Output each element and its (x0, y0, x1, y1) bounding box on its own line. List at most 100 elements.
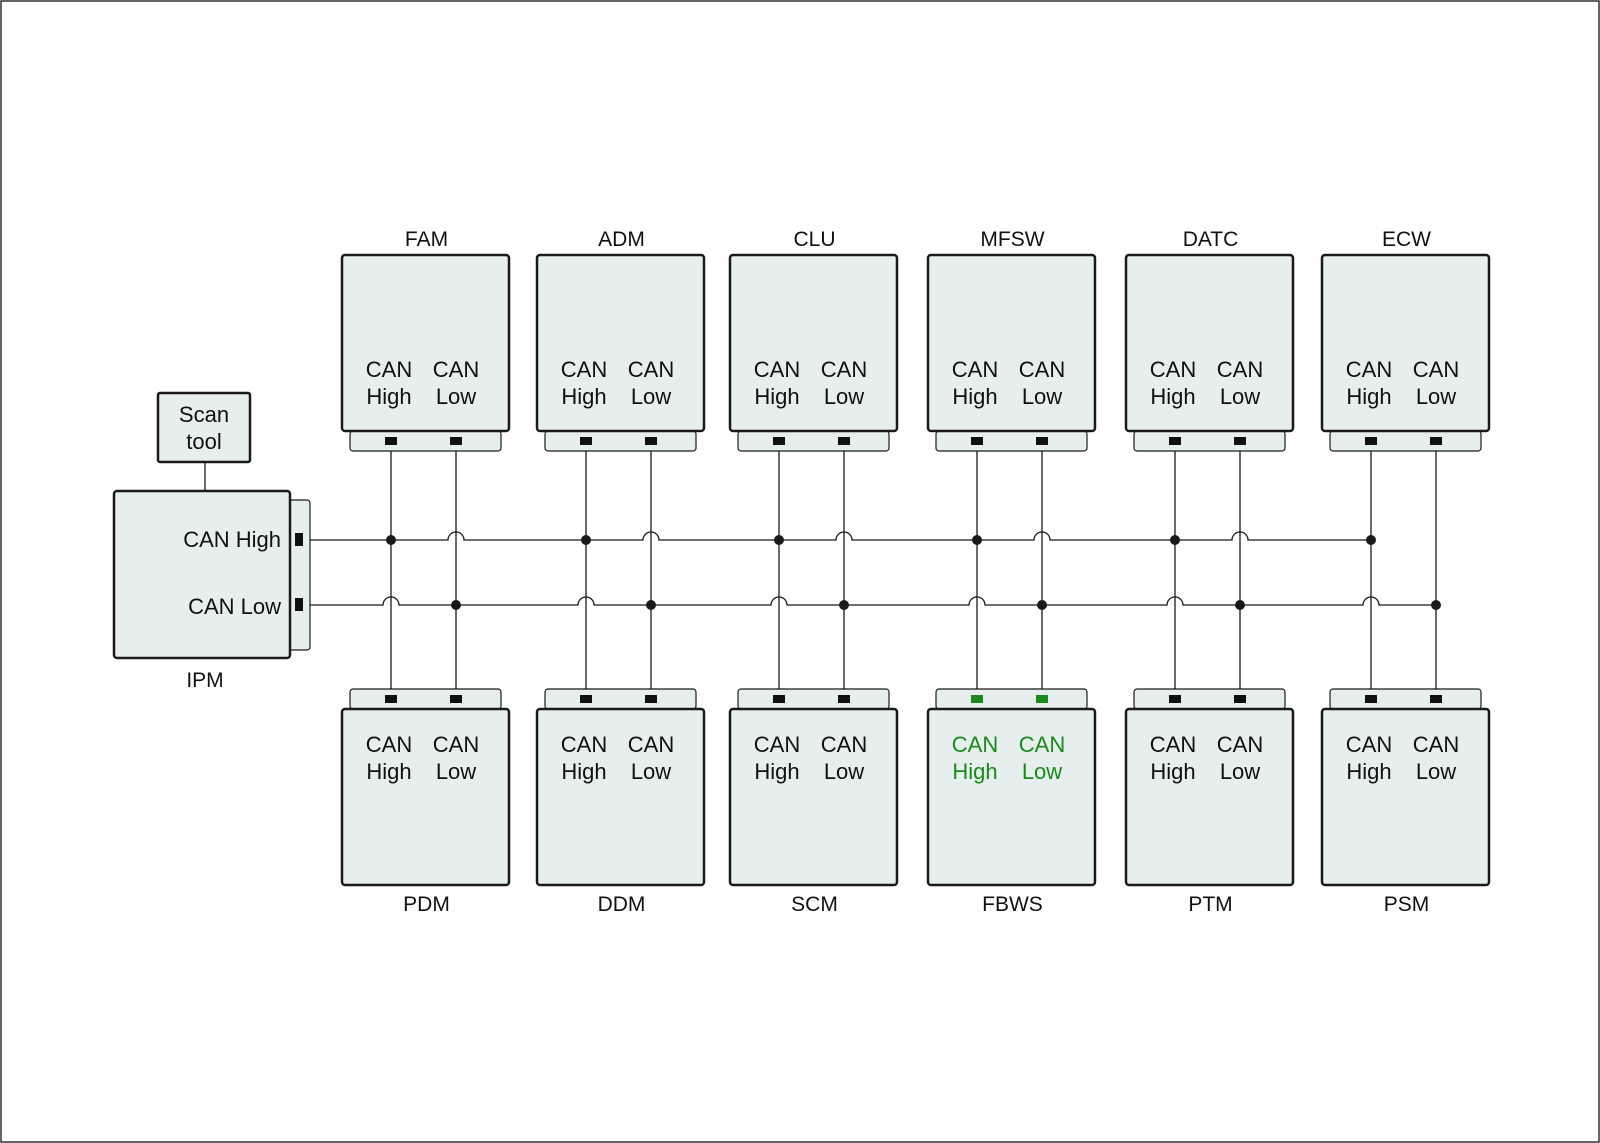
can-high-junction (1366, 535, 1376, 545)
can-high-label-line1: CAN (1346, 357, 1392, 382)
ipm-name: IPM (186, 669, 223, 692)
connector-strip (935, 430, 1088, 452)
module-box (1320, 707, 1491, 887)
can-low-label-line1: CAN (628, 732, 674, 757)
can-low-pin (1036, 695, 1048, 703)
module-name: DATC (1183, 228, 1239, 251)
can-low-label-line1: CAN (1413, 357, 1459, 382)
module-name: PDM (403, 893, 450, 916)
can-low-bus-line (305, 596, 1436, 606)
module-box (926, 253, 1097, 433)
scan-tool-label-line1: Scan (179, 402, 229, 427)
connector-strip (737, 430, 890, 452)
can-low-label-line2: Low (1220, 384, 1260, 409)
can-low-label-line1: CAN (433, 357, 479, 382)
ipm-can-high-label: CAN High (183, 527, 281, 552)
module-name: FAM (405, 228, 448, 251)
can-low-label-line1: CAN (1019, 357, 1065, 382)
can-low-label-line1: CAN (821, 732, 867, 757)
can-high-label-line1: CAN (366, 732, 412, 757)
connector-strip (349, 688, 502, 710)
module-box (728, 253, 899, 433)
modules-layer: FAMCANHighCANLowADMCANHighCANLowCLUCANHi… (340, 228, 1491, 916)
module-name: PTM (1188, 893, 1232, 916)
can-high-pin (1169, 437, 1181, 445)
can-high-label-line2: High (1150, 384, 1195, 409)
can-low-label-line2: Low (824, 384, 864, 409)
can-low-pin (838, 695, 850, 703)
can-low-junction (646, 600, 656, 610)
can-high-pin (773, 695, 785, 703)
can-low-label-line2: Low (631, 384, 671, 409)
module-box (1320, 253, 1491, 433)
can-low-label-line2: Low (1022, 384, 1062, 409)
module-name: SCM (791, 893, 838, 916)
can-low-label-line2: Low (436, 384, 476, 409)
module-box (728, 707, 899, 887)
can-high-junction (972, 535, 982, 545)
can-high-label-line1: CAN (952, 357, 998, 382)
can-high-pin (1169, 695, 1181, 703)
can-high-label-line1: CAN (366, 357, 412, 382)
can-high-pin (580, 695, 592, 703)
can-high-label-line1: CAN (561, 357, 607, 382)
can-high-pin (385, 695, 397, 703)
can-low-label-line2: Low (1416, 759, 1456, 784)
can-high-label-line2: High (1346, 384, 1391, 409)
can-low-junction (839, 600, 849, 610)
can-low-junction (1431, 600, 1441, 610)
can-high-junction (774, 535, 784, 545)
can-low-label-line2: Low (436, 759, 476, 784)
can-high-label-line1: CAN (1150, 732, 1196, 757)
module-box (535, 253, 706, 433)
can-high-pin (971, 437, 983, 445)
can-high-label-line2: High (1150, 759, 1195, 784)
can-low-pin (1430, 695, 1442, 703)
connector-strip (349, 430, 502, 452)
can-low-junction (451, 600, 461, 610)
can-high-pin (773, 437, 785, 445)
can-high-pin (1365, 695, 1377, 703)
can-low-label-line1: CAN (821, 357, 867, 382)
can-high-label-line2: High (561, 384, 606, 409)
can-low-pin (1234, 437, 1246, 445)
can-high-label-line1: CAN (1150, 357, 1196, 382)
can-high-junction (581, 535, 591, 545)
can-low-label-line1: CAN (1019, 732, 1065, 757)
can-low-pin (450, 695, 462, 703)
module-name: FBWS (982, 893, 1043, 916)
connector-strip (544, 430, 697, 452)
can-low-pin (450, 437, 462, 445)
can-high-label-line1: CAN (561, 732, 607, 757)
can-high-label-line2: High (561, 759, 606, 784)
can-low-label-line1: CAN (1217, 732, 1263, 757)
can-high-label-line1: CAN (1346, 732, 1392, 757)
can-low-junction (1235, 600, 1245, 610)
can-low-label-line2: Low (631, 759, 671, 784)
can-high-junction (386, 535, 396, 545)
ipm-can-low-pin (295, 598, 303, 611)
module-name: ADM (598, 228, 645, 251)
module-name: CLU (793, 228, 835, 251)
ipm-can-high-pin (295, 533, 303, 546)
can-high-label-line1: CAN (754, 732, 800, 757)
scan-tool-box (156, 391, 252, 464)
can-high-pin (580, 437, 592, 445)
module-name: PSM (1384, 893, 1430, 916)
can-high-label-line2: High (366, 384, 411, 409)
connector-strip (935, 688, 1088, 710)
connector-strip (737, 688, 890, 710)
can-high-label-line2: High (952, 759, 997, 784)
module-name: DDM (598, 893, 646, 916)
module-name: ECW (1382, 228, 1431, 251)
scan-tool-label-line2: tool (186, 429, 221, 454)
